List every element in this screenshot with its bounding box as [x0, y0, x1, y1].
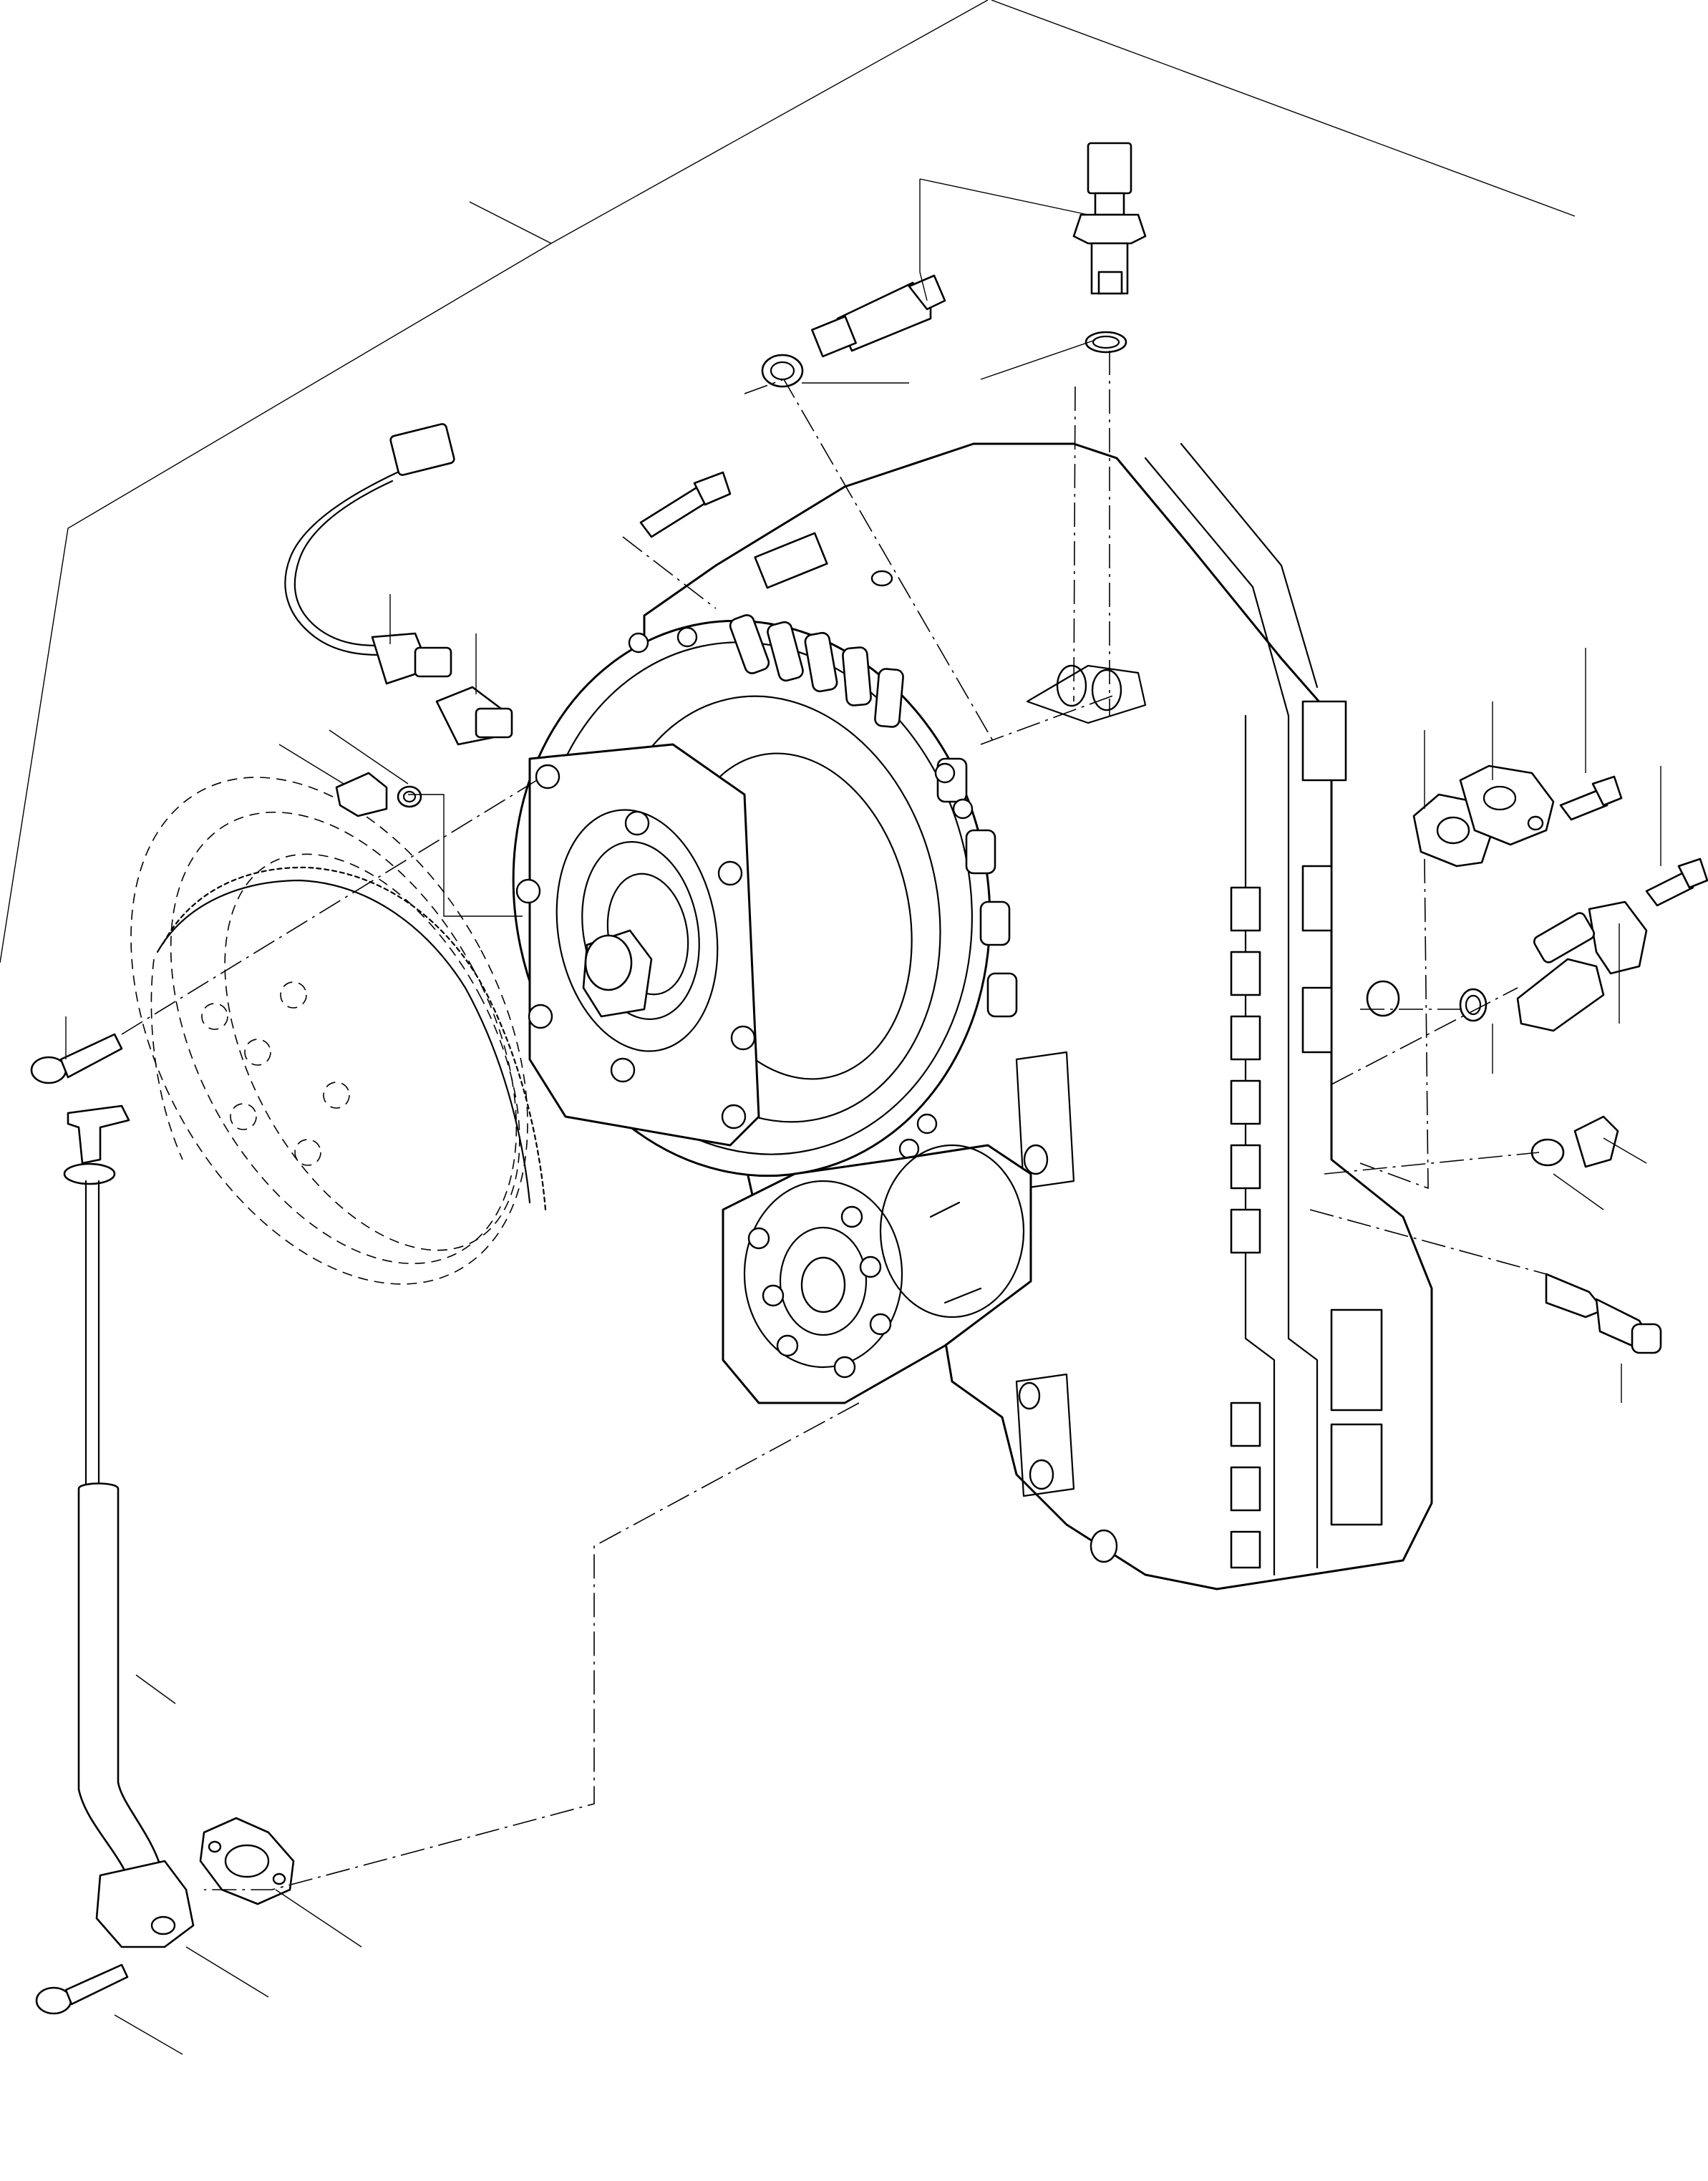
- wired-temperature-sensor: [284, 423, 455, 685]
- frame-lines: [0, 0, 1576, 963]
- pressure-sensor-connector-left: [761, 274, 946, 388]
- capscrew-left: [30, 1033, 123, 1084]
- front-cover-plate: [515, 743, 760, 1147]
- centerlines: [121, 351, 1547, 1890]
- fill-tube-capscrew: [35, 1963, 129, 2015]
- fill-tube-flange-gasket: [199, 1817, 295, 1905]
- sensor-right-lower: [1545, 1273, 1662, 1354]
- elbow-fitting: [1516, 900, 1648, 1032]
- adapter-fitting: [435, 686, 513, 746]
- plug-with-oring: [335, 772, 422, 817]
- flywheel-ring-gear: [130, 777, 547, 1285]
- pressure-sensor-connector-top: [1072, 142, 1147, 354]
- dipstick-and-fill-tube: [63, 1104, 195, 1948]
- capscrew-upper: [639, 471, 732, 538]
- cover-plate: [1459, 764, 1555, 846]
- housing-ribs: [1230, 700, 1383, 1569]
- leader-lines: [65, 178, 1661, 2055]
- converter-fins: [729, 614, 1018, 1018]
- plug-right: [1530, 1115, 1619, 1168]
- capscrew-right-1: [1559, 775, 1623, 821]
- pump-drive-assembly: [722, 1144, 1032, 1404]
- capscrew-right-2: [1645, 858, 1708, 907]
- oring-seal: [1366, 980, 1488, 1022]
